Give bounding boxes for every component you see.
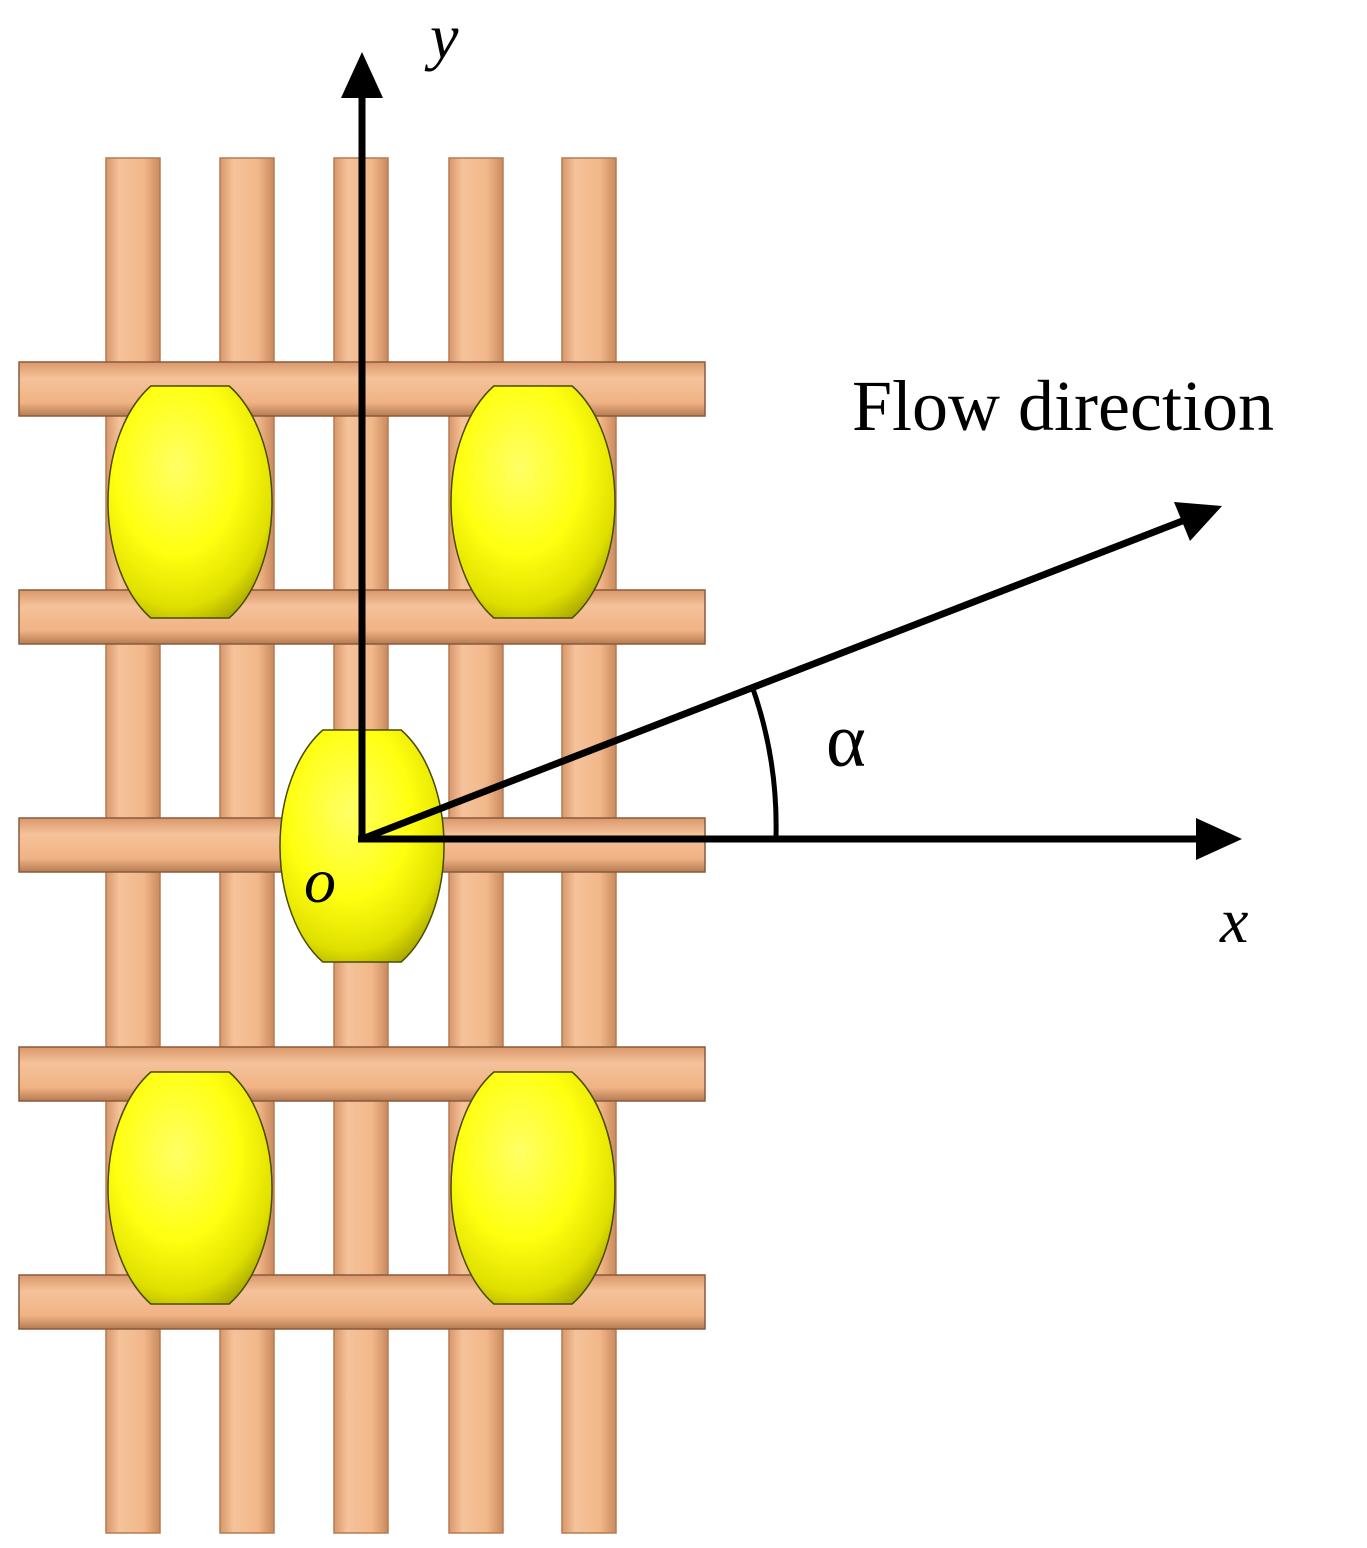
y-axis-arrowhead <box>341 52 383 98</box>
ellipsoid-4 <box>107 1071 273 1305</box>
ellipsoid-1 <box>107 385 273 619</box>
ellipsoid-2 <box>450 385 616 619</box>
angle-arc <box>749 685 779 837</box>
origin-label: o <box>304 845 336 916</box>
flow-direction-line <box>360 514 1192 843</box>
angle-label: α <box>826 699 866 783</box>
flow-direction-arrowhead <box>1174 502 1222 541</box>
ellipsoid-5 <box>450 1071 616 1305</box>
y-axis-label: y <box>424 1 459 72</box>
horizontal-rod-4 <box>18 1046 706 1102</box>
flow-direction-label: Flow direction <box>852 366 1274 446</box>
ellipsoid-3 <box>279 729 445 963</box>
horizontal-rod-5 <box>18 1274 706 1330</box>
x-axis-arrowhead <box>1196 818 1242 860</box>
ellipsoids <box>107 385 616 1305</box>
axes <box>341 52 1242 860</box>
x-axis-label: x <box>1219 885 1248 956</box>
